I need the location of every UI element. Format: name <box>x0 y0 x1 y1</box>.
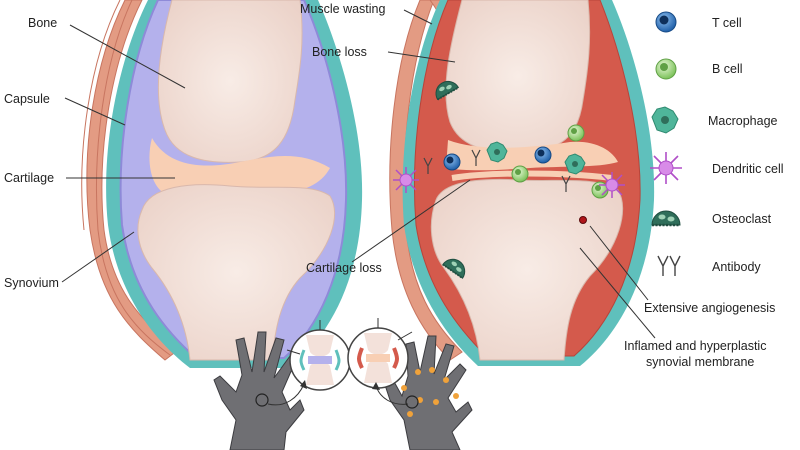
t-cell-icon <box>534 146 552 164</box>
legend-label: B cell <box>712 62 743 76</box>
legend-item-t-cell: T cell <box>655 11 742 33</box>
dendritic-cell-icon <box>599 172 625 198</box>
legend-label: Osteoclast <box>712 212 772 226</box>
antibody-icon <box>657 255 681 276</box>
ra-joint <box>389 0 655 366</box>
legend-item-osteoclast: Osteoclast <box>651 210 772 227</box>
dendritic-cell-icon <box>393 167 419 193</box>
ra-joint-inset <box>347 318 413 389</box>
healthy-joint-inset <box>286 320 351 391</box>
macrophage-icon <box>651 106 679 134</box>
dendritic-cell-icon <box>650 152 682 184</box>
arrow-to-healthy-inset <box>267 383 305 406</box>
healthy-hand <box>213 331 305 450</box>
label-muscle-wasting: Muscle wasting <box>300 2 385 16</box>
macrophage-icon <box>564 153 586 175</box>
healthy-lower-bone <box>137 184 336 361</box>
legend-item-macrophage: Macrophage <box>651 106 778 134</box>
b-cell-icon <box>567 124 585 142</box>
ra-hand-inflamed-joints <box>401 367 459 417</box>
legend-label: Macrophage <box>708 114 778 128</box>
legend-item-b-cell: B cell <box>655 58 743 80</box>
antibody-icon <box>423 149 571 192</box>
osteoclast-icon <box>651 210 681 227</box>
legend-item-dendritic-cell: Dendritic cell <box>650 152 784 184</box>
legend: T cell B cell Macrophage Dendritic cell <box>650 11 784 276</box>
ra-immune-cells <box>393 80 625 279</box>
label-cartilage: Cartilage <box>4 171 54 185</box>
label-bone: Bone <box>28 16 57 30</box>
legend-item-antibody: Antibody <box>657 255 761 276</box>
label-synovium: Synovium <box>4 276 59 290</box>
label-bone-loss: Bone loss <box>312 45 367 59</box>
t-cell-icon <box>443 153 461 171</box>
ra-upper-bone <box>445 0 591 153</box>
t-cell-icon <box>655 11 677 33</box>
osteoclast-icon <box>442 258 466 279</box>
healthy-upper-bone <box>157 0 303 163</box>
healthy-joint <box>81 0 363 368</box>
healthy-cartilage <box>149 138 330 196</box>
legend-label: T cell <box>712 16 742 30</box>
label-inflamed-line1: Inflamed and hyperplastic <box>624 339 766 353</box>
legend-label: Dendritic cell <box>712 162 784 176</box>
macrophage-icon <box>486 141 508 163</box>
label-inflamed-line2: synovial membrane <box>646 355 754 369</box>
legend-label: Antibody <box>712 260 761 274</box>
angiogenesis-vessel <box>579 216 587 224</box>
label-extensive-angiogenesis: Extensive angiogenesis <box>644 301 775 315</box>
b-cell-icon <box>511 165 529 183</box>
b-cell-icon <box>655 58 677 80</box>
label-cartilage-loss: Cartilage loss <box>306 261 382 275</box>
osteoclast-icon <box>435 80 460 101</box>
label-capsule: Capsule <box>4 92 50 106</box>
leader-lines <box>61 9 656 339</box>
